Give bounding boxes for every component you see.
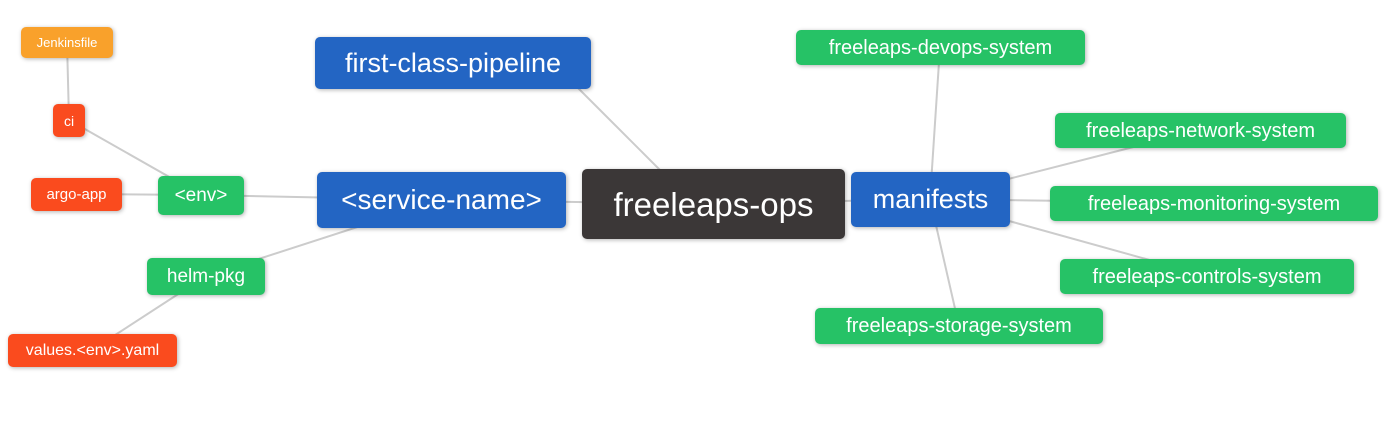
node-freeleaps-devops-system[interactable]: freeleaps-devops-system xyxy=(796,30,1085,65)
node-first-class-pipeline[interactable]: first-class-pipeline xyxy=(315,37,591,89)
node-manifests[interactable]: manifests xyxy=(851,172,1010,227)
node-freeleaps-controls-system[interactable]: freeleaps-controls-system xyxy=(1060,259,1354,294)
node-freeleaps-storage-system[interactable]: freeleaps-storage-system xyxy=(815,308,1103,344)
node-freeleaps-monitoring-system[interactable]: freeleaps-monitoring-system xyxy=(1050,186,1378,221)
node-service-name[interactable]: <service-name> xyxy=(317,172,566,228)
node-values-env-yaml[interactable]: values.<env>.yaml xyxy=(8,334,177,367)
node-jenkinsfile[interactable]: Jenkinsfile xyxy=(21,27,113,58)
node-helm-pkg[interactable]: helm-pkg xyxy=(147,258,265,295)
node-ci[interactable]: ci xyxy=(53,104,85,137)
edge-ops-first-class-pipeline xyxy=(564,74,671,181)
node-argo-app[interactable]: argo-app xyxy=(31,178,122,211)
node-env[interactable]: <env> xyxy=(158,176,244,215)
node-freeleaps-ops[interactable]: freeleaps-ops xyxy=(582,169,845,239)
node-freeleaps-network-system[interactable]: freeleaps-network-system xyxy=(1055,113,1346,148)
